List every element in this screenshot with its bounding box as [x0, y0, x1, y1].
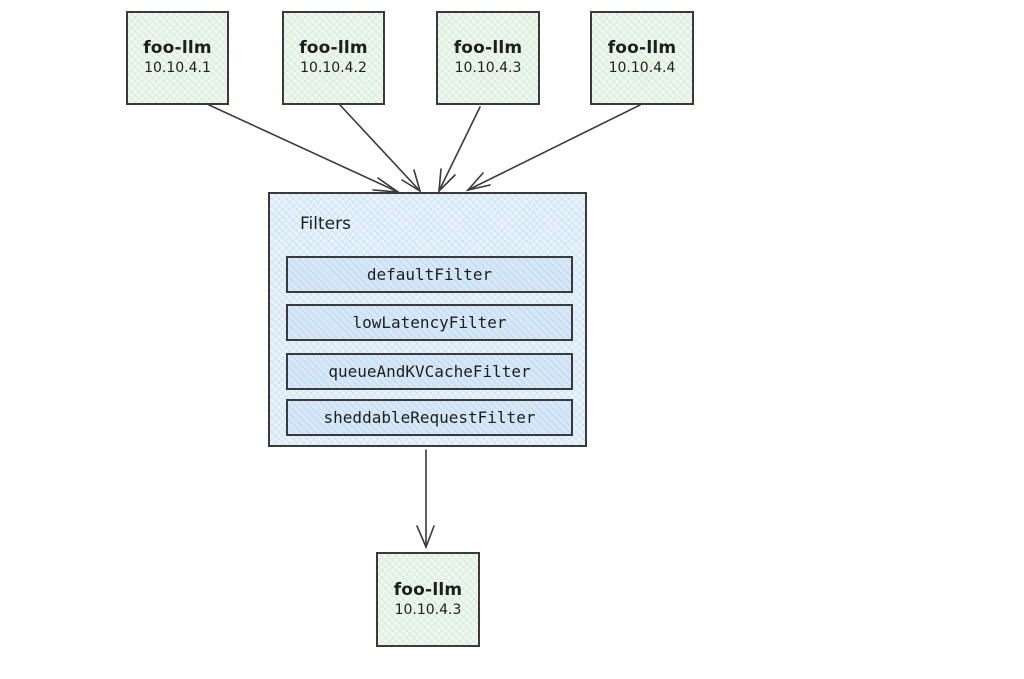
node-ip: 10.10.4.1 — [144, 60, 211, 76]
arrowhead-icon — [372, 177, 401, 194]
arrow-source-3-to-filters — [438, 106, 481, 192]
filters-container[interactable]: Filters defaultFilter lowLatencyFilter q… — [268, 192, 587, 447]
arrow-source-4-to-filters — [467, 104, 641, 191]
arrow-source-1-to-filters — [208, 104, 399, 193]
source-node-4[interactable]: foo-llm 10.10.4.4 — [590, 11, 694, 105]
filter-item-queue-and-kv-cache[interactable]: queueAndKVCacheFilter — [286, 353, 573, 390]
arrowhead-icon — [438, 168, 456, 194]
node-ip: 10.10.4.4 — [608, 60, 676, 76]
node-name: foo-llm — [393, 579, 463, 600]
node-name: foo-llm — [143, 38, 212, 58]
filter-item-sheddable-request[interactable]: sheddableRequestFilter — [286, 399, 573, 436]
node-name: foo-llm — [607, 38, 677, 58]
arrow-source-2-to-filters — [339, 104, 421, 192]
node-name: foo-llm — [299, 38, 368, 58]
node-ip: 10.10.4.2 — [300, 60, 367, 76]
filter-item-low-latency[interactable]: lowLatencyFilter — [286, 304, 573, 341]
source-node-1[interactable]: foo-llm 10.10.4.1 — [126, 11, 229, 105]
filters-title: Filters — [300, 214, 351, 234]
arrowhead-icon — [465, 172, 491, 192]
node-name: foo-llm — [453, 38, 523, 58]
filter-item-default[interactable]: defaultFilter — [286, 256, 573, 293]
arrowhead-icon — [401, 169, 422, 193]
node-ip: 10.10.4.3 — [394, 601, 462, 618]
source-node-2[interactable]: foo-llm 10.10.4.2 — [282, 11, 385, 105]
arrowhead-icon — [416, 525, 435, 550]
node-ip: 10.10.4.3 — [454, 60, 522, 76]
source-node-3[interactable]: foo-llm 10.10.4.3 — [436, 11, 540, 105]
target-node[interactable]: foo-llm 10.10.4.3 — [376, 552, 480, 647]
